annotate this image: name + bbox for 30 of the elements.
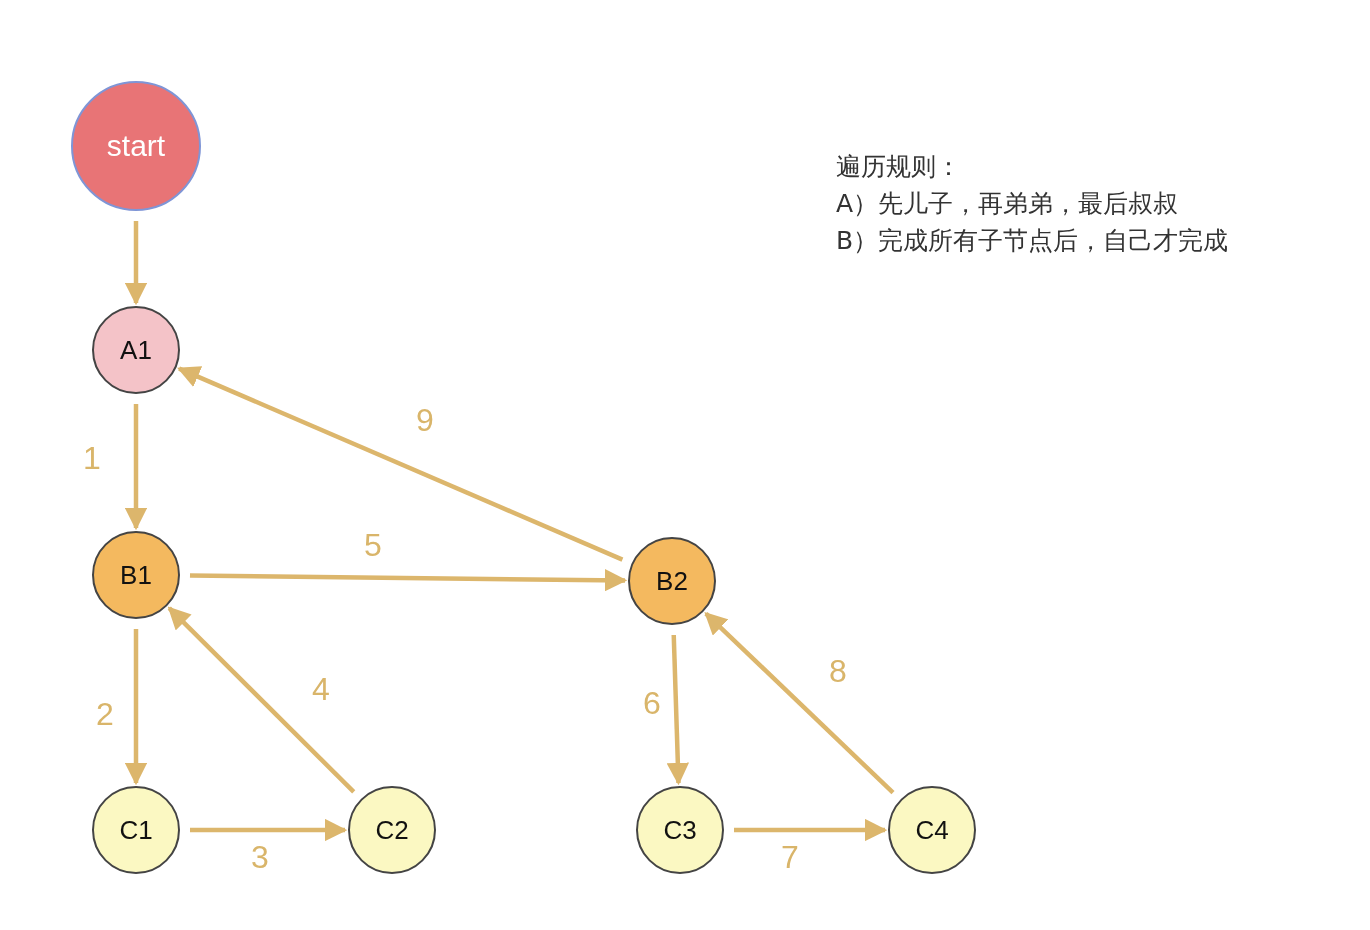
node-label: C4 (915, 814, 949, 846)
note-text: B）完成所有子节点后，自己才完成 (836, 225, 1229, 257)
edge-label: 5 (364, 529, 382, 561)
note-text: A）先儿子，再弟弟，最后叔叔 (836, 188, 1179, 220)
arrow (177, 366, 624, 562)
edge-label: 9 (416, 404, 434, 436)
edge-label: 7 (781, 841, 799, 873)
arrow (190, 818, 348, 842)
note-text: 遍历规则： (836, 151, 961, 183)
edge-label: 6 (643, 687, 661, 719)
arrow (124, 221, 148, 306)
edge-label: 3 (251, 841, 269, 873)
node-label: A1 (120, 334, 152, 366)
arrow (704, 611, 895, 795)
node-label: C1 (119, 814, 153, 846)
arrow (167, 606, 356, 794)
arrow (189, 569, 628, 592)
arrow (124, 629, 148, 786)
arrow (734, 818, 888, 842)
edge-label: 4 (312, 673, 330, 705)
node-label: start (106, 129, 166, 163)
arrow (124, 404, 148, 531)
node-label: B2 (656, 565, 688, 597)
node-label: C3 (663, 814, 697, 846)
edge-label: 2 (96, 698, 114, 730)
node-label: B1 (120, 559, 152, 591)
edge-label: 1 (83, 442, 101, 474)
arrow (666, 634, 690, 786)
node-label: C2 (375, 814, 409, 846)
edge-label: 8 (829, 655, 847, 687)
